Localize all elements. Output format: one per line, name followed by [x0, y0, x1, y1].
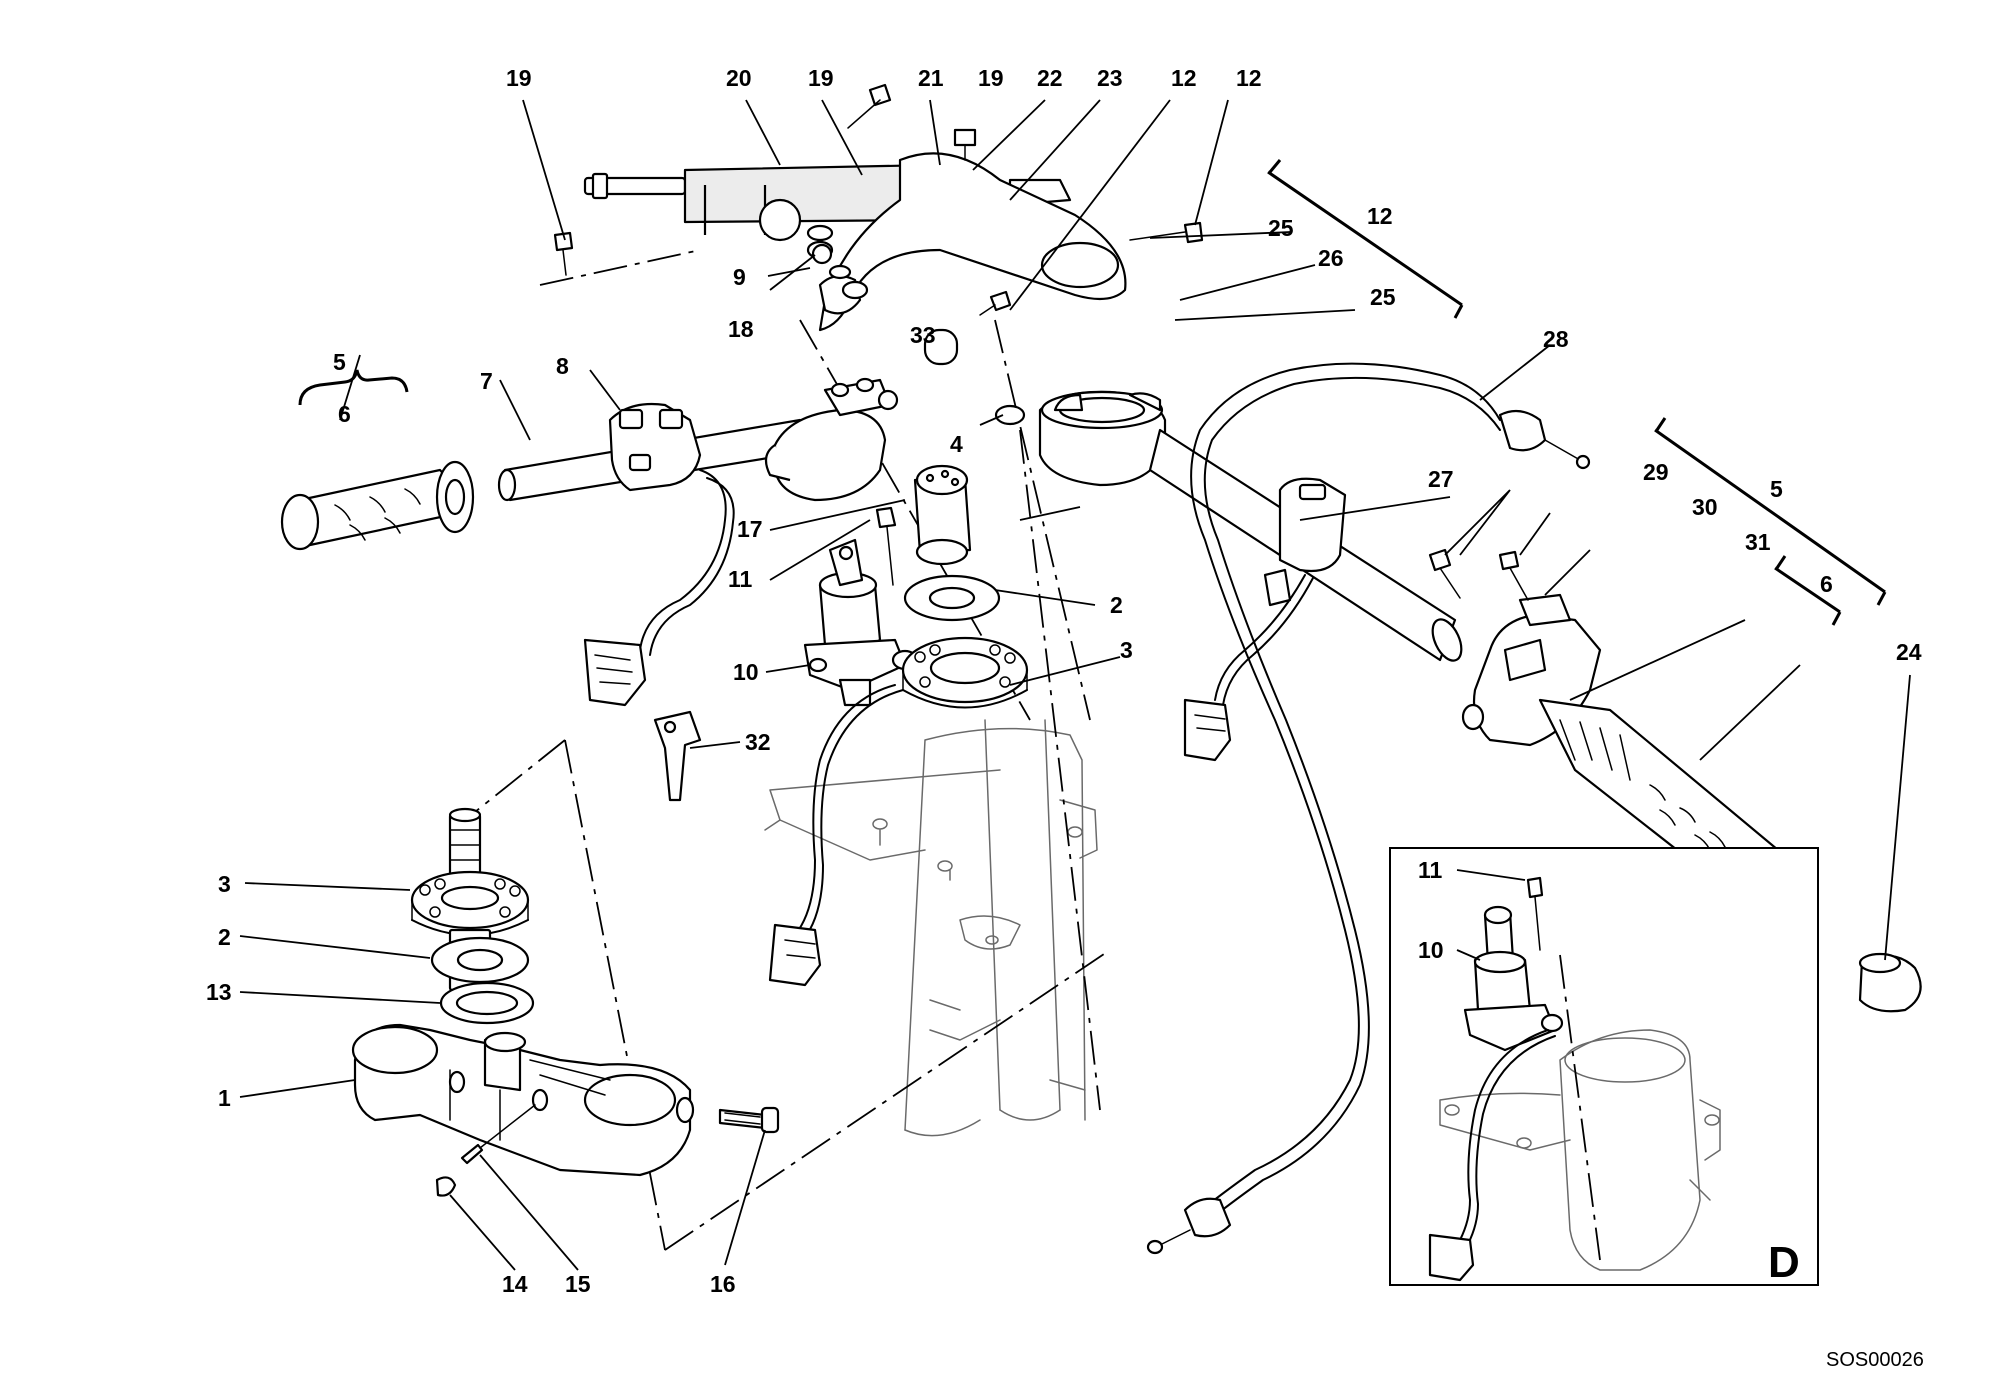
callout-10: 10: [1418, 937, 1444, 963]
callout-12: 12: [1236, 65, 1262, 91]
callout-20: 20: [726, 65, 752, 91]
callout-11: 11: [1418, 857, 1443, 883]
leader-lines: [239, 99, 1911, 1271]
top-fasteners: [553, 83, 1204, 426]
callout-2: 2: [1110, 592, 1123, 618]
group-brackets: [298, 159, 1887, 626]
callout-12: 12: [1367, 203, 1393, 229]
callout-15: 15: [565, 1271, 591, 1297]
callout-28: 28: [1543, 326, 1569, 352]
callout-11: 11: [728, 566, 753, 592]
frame-ghost: [764, 719, 1098, 1137]
callout-22: 22: [1037, 65, 1063, 91]
drawing-code: SOS00026: [1826, 1349, 1924, 1371]
callout-32: 32: [745, 729, 771, 755]
callout-27: 27: [1428, 466, 1454, 492]
callout-8: 8: [556, 353, 569, 379]
callout-5: 5: [333, 349, 346, 375]
callout-10: 10: [733, 659, 759, 685]
lower-yoke-assembly: [351, 807, 780, 1197]
callout-23: 23: [1097, 65, 1123, 91]
detail-d-box: [1389, 847, 1819, 1286]
callout-24: 24: [1896, 639, 1922, 665]
callout-5: 5: [1770, 476, 1783, 502]
callout-9: 9: [733, 264, 746, 290]
callout-25: 25: [1268, 215, 1294, 241]
callout-3: 3: [218, 871, 231, 897]
callout-16: 16: [710, 1271, 736, 1297]
callout-3: 3: [1120, 637, 1133, 663]
callout-30: 30: [1692, 494, 1718, 520]
callout-17: 17: [737, 516, 763, 542]
upper-bracket: [758, 152, 1127, 332]
callout-4: 4: [950, 431, 963, 457]
callout-29: 29: [1643, 459, 1669, 485]
callout-25: 25: [1370, 284, 1396, 310]
callout-7: 7: [480, 368, 493, 394]
detail-letter: D: [1768, 1238, 1800, 1287]
left-grip-assembly: [280, 377, 899, 707]
callout-14: 14: [502, 1271, 528, 1297]
callout-1: 1: [218, 1085, 231, 1111]
callout-2: 2: [218, 924, 231, 950]
callout-19: 19: [978, 65, 1004, 91]
callout-12: 12: [1171, 65, 1197, 91]
callout-6: 6: [338, 401, 351, 427]
callout-6: 6: [1820, 571, 1833, 597]
callout-19: 19: [506, 65, 532, 91]
ignition-and-bearings: [653, 464, 1029, 987]
callout-13: 13: [206, 979, 232, 1005]
callout-31: 31: [1745, 529, 1771, 555]
callout-33: 33: [910, 322, 936, 348]
callout-21: 21: [918, 65, 944, 91]
callout-labels: 19 20 19 21 19 22 23 12 12 9 18 33 4 17 …: [206, 65, 1924, 1371]
callout-18: 18: [728, 316, 754, 342]
callout-26: 26: [1318, 245, 1344, 271]
callout-19: 19: [808, 65, 834, 91]
